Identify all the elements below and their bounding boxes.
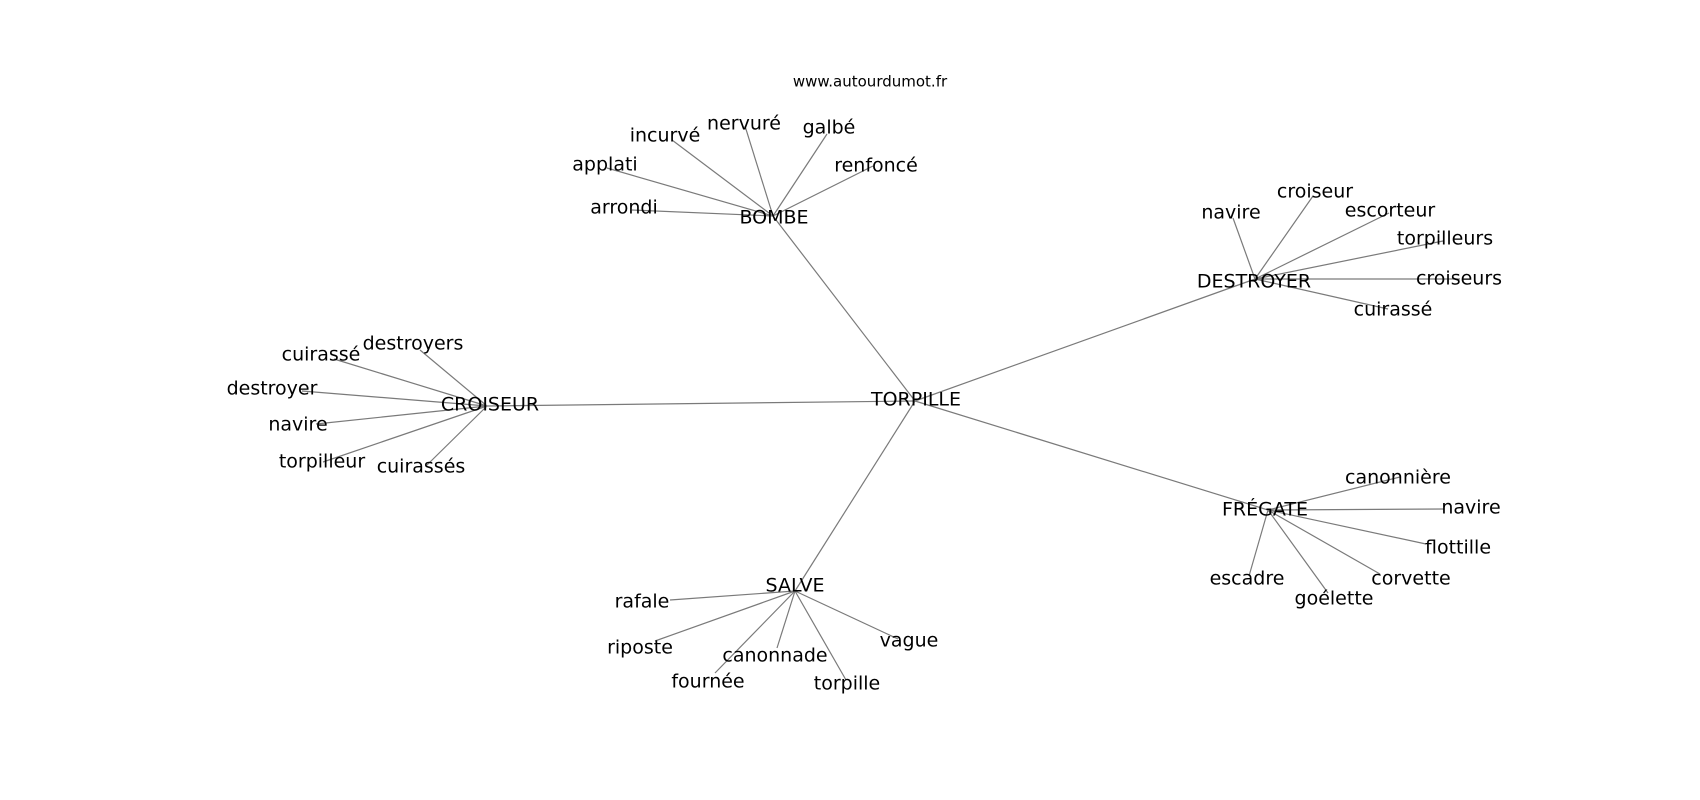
edge-salve-vague: [794, 590, 899, 640]
edge-bombe-renfonce: [772, 165, 874, 217]
edge-bombe-nervure: [744, 125, 774, 217]
edge-fregate-corvette: [1267, 509, 1381, 575]
edge-destroyer-navire: [1232, 217, 1256, 280]
edge-center-destroyer: [914, 278, 1256, 402]
node-leaf-destroyer-cuirasse: cuirassé: [1354, 299, 1433, 321]
edge-salve-riposte: [654, 590, 796, 642]
edge-bombe-galbe: [772, 133, 828, 217]
node-hub-croiseur: CROISEUR: [441, 394, 539, 416]
edge-salve-torpille: [794, 590, 847, 681]
edge-destroyer-torpilleurs: [1254, 240, 1444, 280]
node-leaf-bombe-arrondi: arrondi: [590, 197, 658, 219]
node-leaf-destroyer-escorteur: escorteur: [1345, 200, 1436, 222]
node-leaf-bombe-incurve: incurvé: [630, 125, 701, 147]
node-hub-bombe: BOMBE: [739, 207, 808, 229]
node-leaf-fregate-navire: navire: [1441, 497, 1500, 519]
node-leaf-fregate-flottille: flottille: [1425, 537, 1491, 559]
edge-croiseur-destroyer: [301, 390, 488, 407]
edge-salve-fournee: [714, 590, 796, 674]
node-leaf-croiseur-cuirasses: cuirassés: [377, 456, 466, 478]
edge-croiseur-destroyers: [419, 349, 488, 407]
edge-layer: [301, 125, 1460, 681]
edge-croiseur-cuirasse: [333, 358, 488, 407]
edge-croiseur-cuirasses: [426, 405, 488, 466]
node-leaf-bombe-renfonce: renfoncé: [834, 155, 918, 177]
edge-fregate-escadre: [1248, 509, 1269, 577]
edge-destroyer-cuirasse: [1254, 278, 1389, 310]
node-leaf-destroyer-torpilleurs: torpilleurs: [1397, 228, 1493, 250]
node-leaf-croiseur-torpilleur: torpilleur: [279, 451, 366, 473]
edge-fregate-goelette: [1267, 509, 1329, 594]
node-leaf-croiseur-cuirasse: cuirassé: [282, 344, 361, 366]
edge-center-fregate: [914, 400, 1269, 511]
node-hub-salve: SALVE: [766, 575, 825, 597]
node-leaf-bombe-nervure: nervuré: [707, 113, 781, 135]
edge-bombe-applati: [606, 167, 774, 217]
edge-destroyer-escorteur: [1254, 212, 1390, 280]
node-leaf-croiseur-destroyers: destroyers: [363, 333, 464, 355]
node-leaf-salve-vague: vague: [880, 630, 939, 652]
node-leaf-fregate-canonniere: canonnière: [1345, 467, 1451, 489]
edge-salve-rafale: [669, 590, 796, 601]
node-center-torpille: TORPILLE: [870, 389, 961, 411]
edge-fregate-flottille: [1267, 509, 1427, 545]
edge-center-salve: [794, 400, 916, 592]
edge-bombe-incurve: [671, 139, 774, 217]
site-label: www.autourdumot.fr: [793, 73, 948, 91]
edge-fregate-canonniere: [1267, 476, 1401, 511]
node-leaf-salve-canonnade: canonnade: [722, 645, 827, 667]
node-leaf-croiseur-destroyer: destroyer: [227, 378, 318, 400]
edge-fregate-navire: [1267, 508, 1445, 511]
node-leaf-bombe-applati: applati: [572, 154, 637, 176]
node-leaf-fregate-goelette: goélette: [1295, 588, 1374, 610]
edge-croiseur-torpilleur: [322, 405, 488, 463]
node-leaf-destroyer-croiseur: croiseur: [1277, 181, 1353, 203]
node-hub-destroyer: DESTROYER: [1197, 271, 1311, 293]
node-hub-fregate: FRÉGATE: [1222, 498, 1308, 521]
node-leaf-salve-torpille: torpille: [814, 673, 880, 695]
edge-salve-canonnade: [776, 590, 796, 649]
edge-croiseur-navire: [315, 405, 488, 425]
edge-bombe-arrondi: [631, 209, 774, 217]
edge-center-croiseur: [486, 400, 916, 407]
node-leaf-fregate-corvette: corvette: [1371, 568, 1450, 590]
node-leaf-destroyer-navire: navire: [1201, 202, 1260, 224]
node-leaf-destroyer-croiseurs: croiseurs: [1416, 268, 1502, 290]
node-leaf-salve-riposte: riposte: [607, 637, 673, 659]
node-leaf-bombe-galbe: galbé: [803, 117, 856, 139]
edge-center-bombe: [772, 215, 916, 402]
node-leaf-croiseur-navire: navire: [268, 414, 327, 436]
node-leaf-salve-rafale: rafale: [615, 591, 670, 613]
node-leaf-fregate-escadre: escadre: [1210, 568, 1285, 590]
node-leaf-salve-fournee: fournée: [671, 671, 744, 693]
edge-destroyer-croiseur: [1254, 195, 1314, 280]
